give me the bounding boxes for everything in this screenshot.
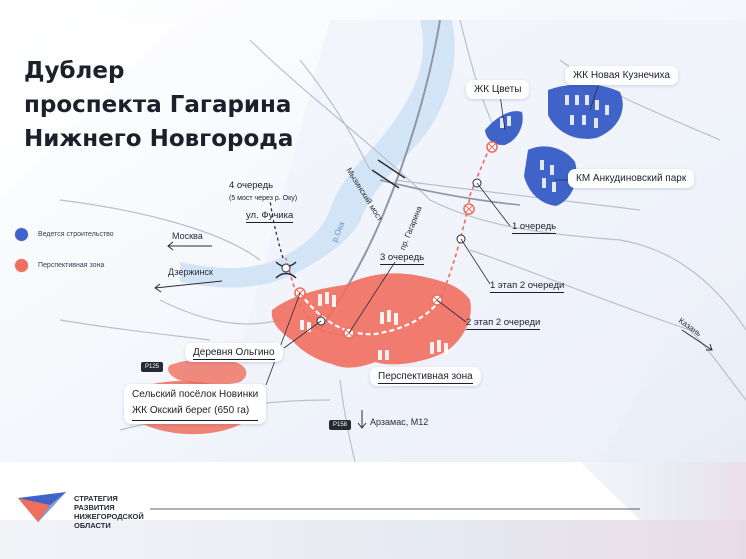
legend-label-construction: Ведется строительство	[38, 231, 114, 238]
label-stage2-queue2: 2 этап 2 очереди	[466, 317, 541, 330]
label-stage1-queue2: 1 этап 2 очереди	[490, 280, 565, 293]
legend-dot-construction-icon	[15, 228, 28, 241]
legend-dot-perspective-icon	[15, 259, 28, 272]
label-derevnya-olgino: Деревня Ольгино	[185, 343, 283, 362]
legend-label-perspective: Перспективная зона	[38, 262, 105, 269]
footer-gradient	[0, 520, 746, 559]
km-ankudinovsky-area	[524, 146, 577, 206]
label-zk-cvety: ЖК Цветы	[466, 80, 530, 99]
road-sign-p158: Р158	[329, 420, 352, 430]
label-arzamas: Арзамас, М12	[370, 417, 429, 427]
leader-lines	[265, 79, 601, 386]
logo-line-1: СТРАТЕГИЯ	[74, 494, 118, 503]
footer-right-panel	[580, 462, 746, 520]
label-queue1: 1 очередь	[512, 221, 557, 234]
page-title: Дублер проспекта Гагарина Нижнего Новгор…	[24, 54, 293, 156]
logo-line-3: НИЖЕГОРОДСКОЙ	[74, 512, 144, 521]
label-queue3: 3 очередь	[380, 252, 425, 265]
label-zk-novaya-kuznechikha: ЖК Новая Кузнечиха	[565, 66, 678, 85]
strategy-logo-text: СТРАТЕГИЯ РАЗВИТИЯ НИЖЕГОРОДСКОЙ ОБЛАСТИ	[74, 494, 144, 530]
legend-item-construction: Ведется строительство	[15, 228, 114, 241]
volga-river	[330, 20, 455, 222]
label-novinki-line2: ЖК Окский берег (650 га)	[132, 403, 259, 421]
label-km-ankudinovsky: КМ Анкудиновский парк	[568, 169, 695, 188]
zk-cvety-area	[485, 111, 523, 146]
direction-arrows	[154, 241, 713, 429]
label-novinki-line1: Сельский посёлок Новинки	[132, 389, 259, 400]
oka-river	[180, 210, 360, 288]
title-line-1: Дублер	[24, 58, 125, 84]
strategy-logo-icon	[18, 492, 66, 522]
footer-white-band	[0, 462, 640, 520]
label-fuchika: ул. Фучика	[246, 210, 294, 223]
route-white	[299, 292, 441, 336]
zone-buildings	[300, 292, 448, 360]
queue4-dashed-route	[269, 199, 284, 259]
label-perspective-zone: Перспективная зона	[370, 367, 481, 386]
construction-buildings	[500, 95, 609, 192]
title-line-3: Нижнего Новгорода	[24, 126, 294, 152]
logo-line-2: РАЗВИТИЯ	[74, 503, 115, 512]
legend-item-perspective: Перспективная зона	[15, 259, 104, 272]
map-light-corner	[0, 20, 180, 200]
road-sign-p125: Р125	[141, 362, 164, 372]
myzinsky-bridge-icon	[371, 159, 406, 189]
secondary-road	[379, 179, 521, 206]
olgino-zone-area	[168, 359, 247, 385]
label-dzerzhinsk: Дзержинск	[168, 267, 213, 277]
title-line-2: проспекта Гагарина	[24, 92, 292, 118]
label-queue4-sub: (5 мост через р. Оку)	[229, 195, 298, 202]
label-moskva: Москва	[172, 231, 203, 241]
label-novinki: Сельский посёлок Новинки ЖК Окский берег…	[124, 384, 267, 424]
label-queue4: 4 очередь	[229, 180, 274, 191]
logo-line-4: ОБЛАСТИ	[74, 521, 111, 530]
